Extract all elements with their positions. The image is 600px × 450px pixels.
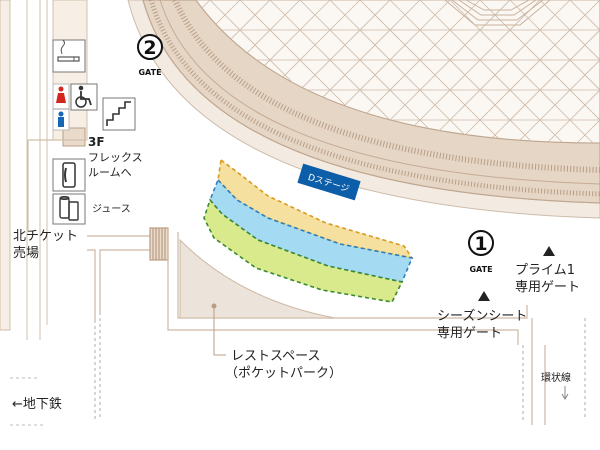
rest-space-area (179, 238, 336, 319)
svg-text:ルームへ: ルームへ (88, 166, 132, 179)
vending-machine-icon (52, 193, 86, 225)
svg-text:（ポケットパーク）: （ポケットパーク） (225, 366, 342, 381)
restroom-icon (52, 83, 70, 131)
center-tower (444, 0, 551, 26)
gate-2-caption: GATE (138, 68, 161, 77)
svg-text:シーズンシート: シーズンシート (437, 308, 527, 324)
prime1-gate-label: プライム1 専用ゲート (515, 246, 580, 295)
gate-2[interactable]: 2 GATE (137, 34, 163, 77)
phone-icon (52, 158, 86, 192)
juice-label: ジュース (92, 204, 131, 215)
gate-1-caption: GATE (469, 265, 492, 274)
svg-text:プライム1: プライム1 (515, 263, 575, 278)
season-seat-gate-label: シーズンシート 専用ゲート (437, 291, 527, 341)
svg-text:環状線: 環状線 (541, 371, 571, 384)
svg-text:売場: 売場 (13, 245, 39, 261)
svg-text:専用ゲート: 専用ゲート (515, 280, 580, 295)
loop-line-label: 環状線 (541, 371, 571, 400)
smoking-icon (52, 39, 86, 73)
svg-text:レストスペース: レストスペース (231, 349, 320, 364)
svg-text:フレックス: フレックス (88, 151, 143, 164)
seating-zones (203, 158, 414, 303)
gate-1-number: 1 (474, 233, 487, 255)
rest-space-label: レストスペース （ポケットパーク） (225, 349, 342, 381)
gate-2-number: 2 (143, 37, 156, 59)
stadium-dome (127, 0, 600, 219)
stands-inner-rail (159, 0, 600, 185)
zone-green (203, 198, 404, 303)
svg-text:専用ゲート: 専用ゲート (437, 326, 502, 341)
svg-text:北チケット: 北チケット (13, 229, 78, 244)
rest-space-leader (213, 306, 226, 356)
walkways (87, 227, 586, 425)
dome-field (195, 0, 600, 144)
subway-label: ←地下鉄 (12, 397, 62, 412)
stairs-icon (102, 97, 136, 131)
north-ticket-label: 北チケット 売場 (13, 229, 78, 261)
wheelchair-icon (70, 83, 98, 111)
svg-text:3F: 3F (88, 135, 105, 149)
floor-3f-label: 3F フレックス ルームへ (88, 135, 143, 179)
gate-1[interactable]: 1 GATE (468, 230, 494, 274)
